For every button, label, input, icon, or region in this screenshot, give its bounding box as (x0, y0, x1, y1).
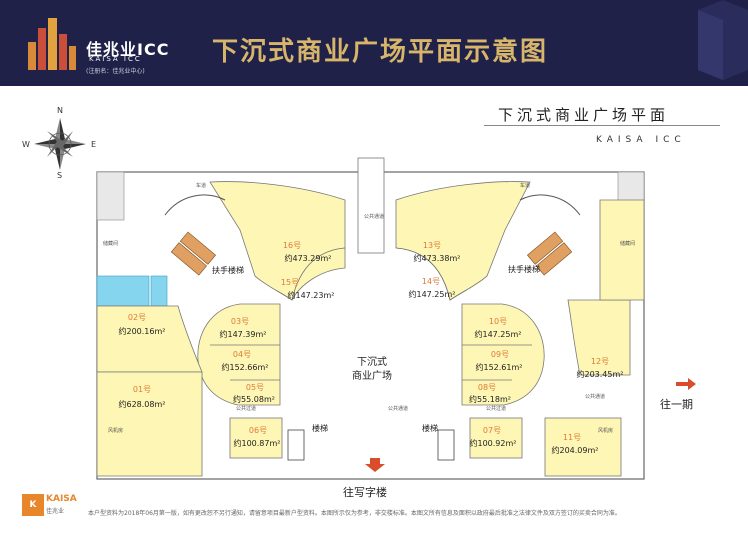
escalator-right-label: 扶手楼梯 (508, 264, 540, 274)
logo-tagline: (注册名：佳兆业中心) (86, 68, 145, 75)
unit-05-number: 05号 (246, 383, 264, 392)
unit-16-number: 16号 (283, 241, 301, 250)
label-public-passage-right: 公共通道 (585, 393, 605, 400)
unit-02-number: 02号 (128, 313, 146, 322)
unit-14-number: 14号 (422, 277, 440, 286)
escalator-left-label: 扶手楼梯 (212, 265, 244, 275)
label-lane-left: 车道 (196, 182, 206, 189)
compass-e: E (91, 140, 96, 149)
stairs-right-label: 楼梯 (422, 423, 438, 433)
label-public-passage: 公共通道 (364, 213, 384, 220)
decorative-cube-icon (698, 0, 748, 80)
arrow-down-icon (365, 458, 385, 472)
unit-06-shape (229, 417, 283, 459)
label-fan-room-left: 风机房 (108, 427, 123, 434)
unit-11-area: 约204.09m² (552, 445, 599, 455)
unit-07-area: 约100.92m² (470, 438, 517, 448)
footer-disclaimer: 本户型资料为2018年06月第一版，如有更改恕不另行通知，请留意项目最新户型资料… (88, 510, 621, 517)
unit-10-number: 10号 (489, 317, 507, 326)
unit-13-area: 约473.38m² (414, 253, 461, 263)
unit-01-shape (96, 371, 203, 477)
unit-13-number: 13号 (423, 241, 441, 250)
unit-08-area: 约55.18m² (469, 394, 511, 404)
plaza-label-line2: 商业广场 (352, 369, 392, 382)
restroom-left (96, 275, 150, 307)
unit-15-shape (254, 247, 346, 301)
footer-brand-cn: 佳兆业 (46, 508, 65, 515)
unit-right-strip (599, 199, 645, 301)
stair-core-left (96, 171, 125, 221)
label-storage-right: 储藏间 (620, 240, 635, 247)
plan-subtitle: KAISA ICC (596, 135, 686, 145)
plaza-label-line1: 下沉式 (357, 355, 387, 368)
unit-05-area: 约55.08m² (233, 394, 275, 404)
compass-s: S (57, 171, 62, 178)
unit-12-area: 约203.45m² (577, 369, 624, 379)
label-public-corridor-right: 公共过道 (486, 405, 506, 412)
compass-n: N (57, 106, 63, 115)
page-title: 下沉式商业广场平面示意图 (212, 37, 549, 67)
central-corridor (357, 157, 385, 254)
unit-07-number: 07号 (483, 426, 501, 435)
plan-title: 下沉式商业广场平面 (498, 106, 670, 124)
unit-08-number: 08号 (478, 383, 496, 392)
stair-right-icon (437, 429, 455, 461)
compass-w: W (22, 140, 30, 149)
label-fan-room-right: 风机房 (598, 427, 613, 434)
unit-09-area: 约152.61m² (476, 362, 523, 372)
label-public-corridor-left: 公共过道 (236, 405, 256, 412)
escalator-left-icon (170, 231, 217, 276)
unit-01-area: 约628.08m² (119, 399, 166, 409)
unit-04-area: 约152.66m² (222, 362, 269, 372)
unit-06-number: 06号 (249, 426, 267, 435)
unit-14-divider (395, 247, 488, 301)
logo-english: KAISA ICC (89, 55, 142, 63)
unit-15-area: 约147.23m² (288, 290, 335, 300)
header-banner: 佳兆业ICC KAISA ICC (注册名：佳兆业中心) 下沉式商业广场平面示意… (0, 0, 748, 86)
unit-11-number: 11号 (563, 433, 581, 442)
to-office-label: 往写字楼 (343, 485, 387, 499)
label-storage-left: 储藏间 (103, 240, 118, 247)
kaisa-tower-logo-icon (28, 18, 76, 70)
stair-left-icon (287, 429, 305, 461)
unit-14-area: 约147.25m² (409, 289, 456, 299)
label-lane-right: 车道 (520, 182, 530, 189)
footer-logo-icon: K (22, 494, 44, 516)
unit-09-number: 09号 (491, 350, 509, 359)
logo-text: 佳兆业ICC (86, 40, 170, 59)
escalator-right-icon (526, 231, 573, 276)
compass-rose-icon: N S E W (22, 106, 96, 178)
unit-07-shape (469, 417, 523, 459)
unit-06-area: 约100.87m² (234, 438, 281, 448)
stairs-left-label: 楼梯 (312, 423, 328, 433)
unit-15-number: 15号 (281, 278, 299, 287)
unit-12-number: 12号 (591, 357, 609, 366)
unit-16-area: 约473.29m² (285, 253, 332, 263)
footer-brand: KAISA (46, 494, 77, 504)
restroom-left-2 (150, 275, 168, 307)
unit-10-area: 约147.25m² (475, 329, 522, 339)
to-phase-one-label: 往一期 (660, 397, 693, 411)
unit-03-number: 03号 (231, 317, 249, 326)
unit-03-area: 约147.39m² (220, 329, 267, 339)
unit-04-number: 04号 (233, 350, 251, 359)
unit-02-area: 约200.16m² (119, 326, 166, 336)
arrow-right-icon (676, 378, 696, 390)
title-divider (484, 125, 720, 126)
unit-11-shape (544, 417, 622, 477)
label-public-passage-center: 公共通道 (388, 405, 408, 412)
unit-12-shape (567, 299, 631, 376)
unit-01-number: 01号 (133, 385, 151, 394)
